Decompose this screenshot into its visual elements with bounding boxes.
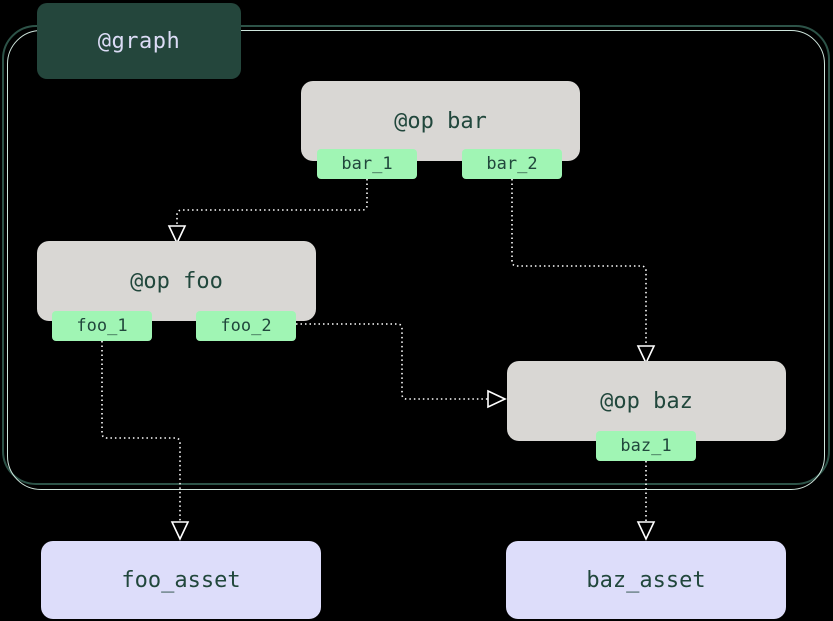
op-node-baz[interactable]: @op baz	[507, 361, 786, 441]
asset-node-foo-asset[interactable]: foo_asset	[41, 541, 321, 619]
cluster-label-graph[interactable]: @graph	[37, 3, 241, 79]
cluster-label-text: @graph	[97, 28, 181, 54]
op-node-bar-label: @op bar	[394, 108, 487, 134]
port-foo-2[interactable]: foo_2	[196, 311, 296, 341]
port-bar-1-label: bar_1	[341, 154, 393, 174]
asset-node-foo-asset-label: foo_asset	[121, 567, 241, 593]
graph-cluster-border	[2, 25, 830, 485]
port-bar-2-label: bar_2	[486, 154, 538, 174]
graph-cluster-border-highlight	[7, 30, 825, 490]
op-node-foo[interactable]: @op foo	[37, 241, 316, 321]
op-node-foo-label: @op foo	[130, 268, 223, 294]
port-foo-1-label: foo_1	[76, 316, 128, 336]
op-node-baz-label: @op baz	[600, 388, 693, 414]
port-bar-2[interactable]: bar_2	[462, 149, 562, 179]
port-baz-1-label: baz_1	[620, 436, 672, 456]
asset-node-baz-asset-label: baz_asset	[586, 567, 706, 593]
asset-node-baz-asset[interactable]: baz_asset	[506, 541, 786, 619]
port-foo-2-label: foo_2	[220, 316, 272, 336]
port-bar-1[interactable]: bar_1	[317, 149, 417, 179]
port-baz-1[interactable]: baz_1	[596, 431, 696, 461]
port-foo-1[interactable]: foo_1	[52, 311, 152, 341]
op-node-bar[interactable]: @op bar	[301, 81, 580, 161]
